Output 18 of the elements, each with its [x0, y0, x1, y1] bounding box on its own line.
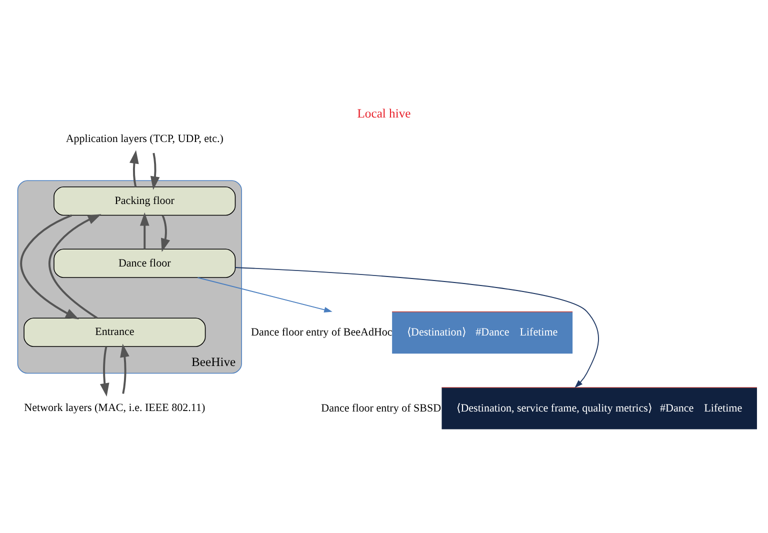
- node-box: Dance floor: [54, 248, 236, 278]
- node-text: Network layers (MAC, i.e. IEEE 802.11): [24, 402, 206, 414]
- node-label: Dance floor entry of SBSD: [321, 402, 442, 414]
- arrow: [197, 277, 332, 313]
- node-label: Dance floor entry of BeeAdHoc: [251, 326, 392, 339]
- arrow: [100, 346, 110, 397]
- diagram-title: Local hive: [357, 106, 411, 120]
- arrow: [161, 214, 170, 252]
- arrow: [140, 212, 150, 250]
- arrow: [234, 267, 599, 388]
- node-text: Application layers (TCP, UDP, etc.): [66, 132, 224, 145]
- arrow: [150, 152, 160, 190]
- arrow: [20, 214, 80, 320]
- node-box: Entrance: [24, 318, 206, 347]
- node-box: Packing floor: [54, 186, 236, 216]
- arrow: [48, 214, 102, 319]
- arrow: [129, 150, 139, 188]
- arrow: [120, 344, 130, 394]
